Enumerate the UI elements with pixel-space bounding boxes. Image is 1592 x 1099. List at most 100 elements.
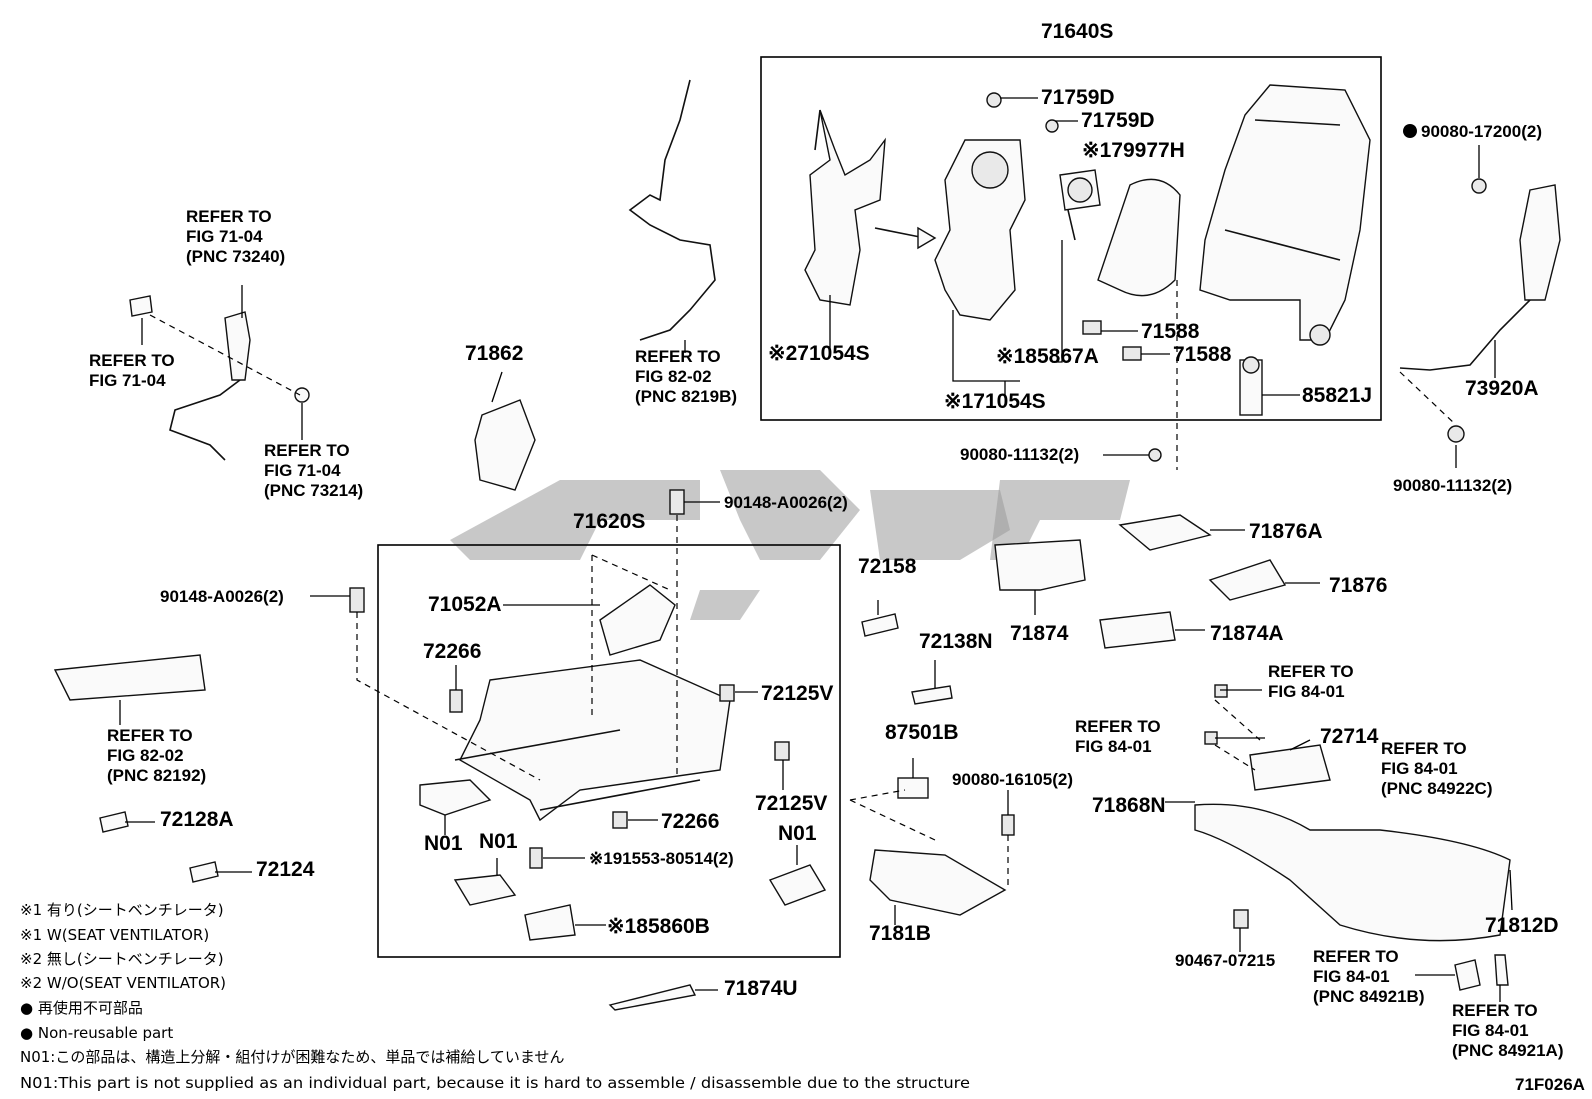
refer-blocks: REFER TO FIG 71-04 (PNC 73240) REFER TO … (89, 207, 1564, 1060)
label-90080-16105: 90080-16105(2) (952, 770, 1073, 789)
label-72124: 72124 (256, 858, 315, 881)
refer-84921B: REFER TO FIG 84-01 (PNC 84921B) (1313, 947, 1425, 1006)
label-72125V-b: 72125V (755, 792, 827, 815)
cover-71876A (1118, 514, 1212, 551)
label-71054S-2: ※271054S (768, 342, 870, 365)
svg-text:(PNC 84921A): (PNC 84921A) (1452, 1041, 1564, 1060)
motor-N01-b (453, 874, 517, 906)
label-85821J: 85821J (1302, 384, 1372, 407)
rail-left (454, 729, 621, 761)
harness-82192 (53, 654, 206, 701)
clip-left-top (129, 295, 153, 317)
svg-text:REFER TO: REFER TO (1075, 717, 1161, 736)
svg-text:FIG 71-04: FIG 71-04 (264, 461, 341, 480)
harness-73920A (1399, 299, 1531, 371)
refer-8401a: REFER TO FIG 84-01 (1268, 662, 1354, 701)
svg-text:REFER TO: REFER TO (1313, 947, 1399, 966)
label-71874A: 71874A (1210, 622, 1284, 645)
label-90080-11132-b: 90080-11132(2) (1393, 476, 1512, 495)
refer-7104: REFER TO FIG 71-04 (89, 351, 175, 390)
label-91553: ※191553-80514(2) (589, 849, 734, 868)
bolt-90080-11132-b (1447, 425, 1465, 443)
svg-text:FIG 71-04: FIG 71-04 (89, 371, 166, 390)
label-90080-11132-a: 90080-11132(2) (960, 445, 1079, 464)
part-labels: 71640S 71759D 71759D ※179977H ※271054S ※… (160, 20, 1559, 1000)
refer-73240: REFER TO FIG 71-04 (PNC 73240) (186, 207, 285, 266)
screw-91553 (529, 847, 543, 869)
unit-85860B (524, 904, 576, 941)
label-71620S: 71620S (573, 510, 645, 533)
refer-8401b: REFER TO FIG 84-01 (1075, 717, 1161, 756)
legend-line-7: N01:この部品は、構造上分解・組付けが困難なため、単品では補給していません (20, 1048, 564, 1066)
seatback-frame (1199, 84, 1371, 346)
label-90148-a: 90148-A0026(2) (724, 493, 848, 512)
refer-8219B: REFER TO FIG 82-02 (PNC 8219B) (635, 347, 737, 406)
label-71874: 71874 (1010, 622, 1069, 645)
seat-track-frame (459, 659, 731, 822)
legend-line-2: ※1 W(SEAT VENTILATOR) (20, 926, 209, 944)
svg-text:FIG 84-01: FIG 84-01 (1075, 737, 1152, 756)
svg-text:(PNC 82192): (PNC 82192) (107, 766, 206, 785)
cover-71874A (1099, 611, 1176, 649)
bolt-90148-b (349, 587, 365, 613)
seatback-frame-group-box (760, 56, 1382, 421)
motor-71052A (599, 584, 676, 656)
motor-N01-a (419, 779, 492, 816)
label-90080-17200: 90080-17200(2) (1421, 122, 1542, 141)
svg-text:(PNC 84922C): (PNC 84922C) (1381, 779, 1493, 798)
nut-71759D-a (986, 92, 1002, 108)
diagram-code: 71F026A (1515, 1075, 1585, 1094)
clip-90467 (1233, 909, 1249, 929)
svg-text:REFER TO: REFER TO (186, 207, 272, 226)
label-71876A: 71876A (1249, 520, 1323, 543)
seatbelt-buckle (224, 311, 251, 381)
label-71588-a: 71588 (1141, 320, 1200, 343)
legend-line-1: ※1 有り(シートベンチレータ) (20, 901, 224, 919)
leader-lines (119, 97, 1513, 1002)
motor-N01-c (768, 864, 827, 906)
knob-84921A (1494, 954, 1509, 986)
seat-track-group-box (377, 544, 841, 958)
label-N01-c: N01 (778, 822, 817, 845)
svg-text:FIG 82-02: FIG 82-02 (107, 746, 184, 765)
harness-8219B (628, 79, 716, 341)
label-N01-b: N01 (479, 830, 518, 853)
label-72138N: 72138N (919, 630, 993, 653)
cover-71862 (474, 399, 536, 491)
svg-text:REFER TO: REFER TO (1452, 1001, 1538, 1020)
grommet-73214 (294, 387, 310, 403)
label-71862: 71862 (465, 342, 523, 365)
legend-line-3: ※2 無し(シートベンチレータ) (20, 950, 224, 968)
label-71052A: 71052A (428, 593, 502, 616)
label-73920A: 73920A (1465, 377, 1539, 400)
label-72158: 72158 (858, 555, 917, 578)
label-90148-b: 90148-A0026(2) (160, 587, 284, 606)
seatback-plate-71054S-1 (934, 139, 1026, 321)
svg-text:FIG 84-01: FIG 84-01 (1268, 682, 1345, 701)
watermark-logo (450, 470, 1130, 620)
label-N01-a: N01 (424, 832, 463, 855)
label-79977H: ※179977H (1082, 139, 1185, 162)
part-87501B (897, 777, 929, 799)
svg-text:REFER TO: REFER TO (89, 351, 175, 370)
bolt-90080-16105 (1001, 814, 1015, 836)
label-72266-b: 72266 (661, 810, 719, 833)
refer-82192: REFER TO FIG 82-02 (PNC 82192) (107, 726, 206, 785)
seatback-plate-71054S-2 (804, 109, 886, 306)
svg-text:FIG 84-01: FIG 84-01 (1381, 759, 1458, 778)
clip-71588-a (1082, 320, 1102, 335)
label-71876: 71876 (1329, 574, 1387, 597)
cover-71874 (994, 539, 1086, 591)
refer-84922C: REFER TO FIG 84-01 (PNC 84922C) (1381, 739, 1493, 798)
clip-72125V-a (719, 684, 735, 702)
legend-line-8: N01:This part is not supplied as an indi… (20, 1074, 970, 1092)
clip-72125V-b (774, 741, 790, 761)
clip-72128A (99, 811, 129, 833)
svg-text:REFER TO: REFER TO (1268, 662, 1354, 681)
bolt-90080-11132-a (1148, 448, 1162, 462)
legend-line-6: ● Non-reusable part (20, 1024, 173, 1042)
label-72714: 72714 (1320, 725, 1379, 748)
svg-text:REFER TO: REFER TO (264, 441, 350, 460)
